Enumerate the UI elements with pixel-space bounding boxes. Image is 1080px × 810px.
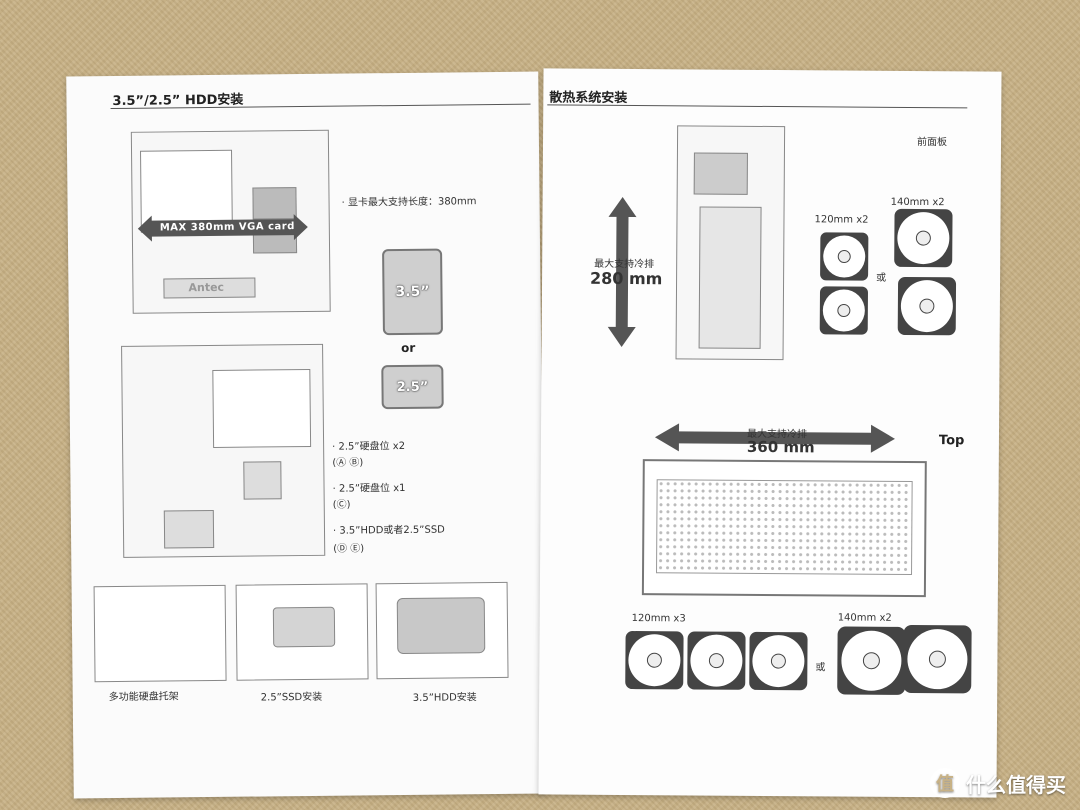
front-radiator-arrow bbox=[607, 196, 637, 347]
fan-140-icon bbox=[903, 624, 972, 694]
right-manual-page: 散热系统安装 前面板 最大支持冷排 280 mm 120mm x2 140mm … bbox=[538, 68, 1002, 798]
case-open-diagram bbox=[121, 343, 326, 558]
watermark-text: 什么值得买 bbox=[966, 772, 1066, 797]
or-text: or bbox=[401, 340, 416, 355]
vga-length-arrow bbox=[137, 214, 308, 242]
slot-c-label: · 2.5”硬盘位 x1 bbox=[332, 482, 406, 495]
fan-120-icon bbox=[625, 631, 684, 690]
ssd-install-image bbox=[235, 583, 369, 681]
ssd-drive bbox=[272, 606, 336, 648]
caption-ssd: 2.5”SSD安装 bbox=[260, 691, 323, 704]
fan-120-icon bbox=[749, 631, 808, 691]
case-logo: Antec bbox=[188, 280, 225, 295]
title-underline bbox=[547, 104, 968, 109]
slot-c-badges: (Ⓒ) bbox=[332, 499, 351, 511]
fan-120-icon bbox=[820, 232, 869, 281]
slot-de-bracket bbox=[163, 509, 215, 549]
top-mesh bbox=[656, 479, 913, 575]
front-max-value: 280 mm bbox=[590, 268, 663, 289]
drive-25-icon: 2.5” bbox=[381, 364, 444, 410]
watermark: 值 什么值得买 bbox=[930, 768, 1066, 798]
top-max-value: 360 mm bbox=[746, 437, 815, 457]
or-text-front: 或 bbox=[876, 272, 887, 284]
top-fans-140: 140mm x2 bbox=[837, 612, 892, 624]
slot-ab-label: · 2.5”硬盘位 x2 bbox=[332, 440, 406, 453]
fan-140-icon bbox=[897, 276, 957, 336]
caption-hdd: 3.5”HDD安装 bbox=[412, 692, 477, 704]
top-radiator-arrow bbox=[654, 423, 895, 453]
vga-banner: MAX 380mm VGA card bbox=[159, 221, 295, 234]
fan-120-icon bbox=[687, 631, 746, 690]
slot-ab-badges: (Ⓐ Ⓑ) bbox=[332, 457, 364, 469]
vga-length-note: · 显卡最大支持长度：380mm bbox=[341, 196, 477, 209]
hdd-drive bbox=[396, 597, 486, 655]
front-panel-label: 前面板 bbox=[916, 137, 948, 149]
top-panel-diagram bbox=[641, 459, 927, 598]
case-front-diagram bbox=[675, 125, 786, 361]
psu-shroud: Antec bbox=[163, 277, 256, 299]
front-mount-area bbox=[698, 206, 762, 349]
window-area bbox=[212, 368, 312, 448]
hdd-install-image bbox=[375, 581, 509, 680]
fan-140-icon bbox=[894, 208, 953, 268]
cooling-section-title: 散热系统安装 bbox=[549, 90, 628, 106]
top-label: Top bbox=[938, 433, 965, 449]
drive-35-icon: 3.5” bbox=[382, 248, 443, 336]
multi-tray-image bbox=[93, 584, 227, 683]
caption-multi-tray: 多功能硬盘托架 bbox=[108, 691, 179, 704]
slot-de-badges: (Ⓓ Ⓔ) bbox=[333, 543, 365, 555]
fan-140-icon bbox=[837, 626, 906, 695]
slot-c-bracket bbox=[243, 461, 282, 500]
fan-120-icon bbox=[819, 286, 868, 335]
top-fans-120: 120mm x3 bbox=[631, 613, 686, 625]
or-text-top: 或 bbox=[815, 662, 826, 674]
front-fans-140: 140mm x2 bbox=[890, 196, 945, 209]
front-fan-slot bbox=[693, 152, 748, 195]
slot-de-label: · 3.5”HDD或者2.5”SSD bbox=[332, 524, 445, 537]
left-manual-page: 3.5”/2.5” HDD安装 Antec MAX 380mm VGA card… bbox=[66, 71, 546, 799]
smzdm-logo-icon: 值 bbox=[930, 768, 960, 798]
front-fans-120: 120mm x2 bbox=[814, 214, 869, 226]
